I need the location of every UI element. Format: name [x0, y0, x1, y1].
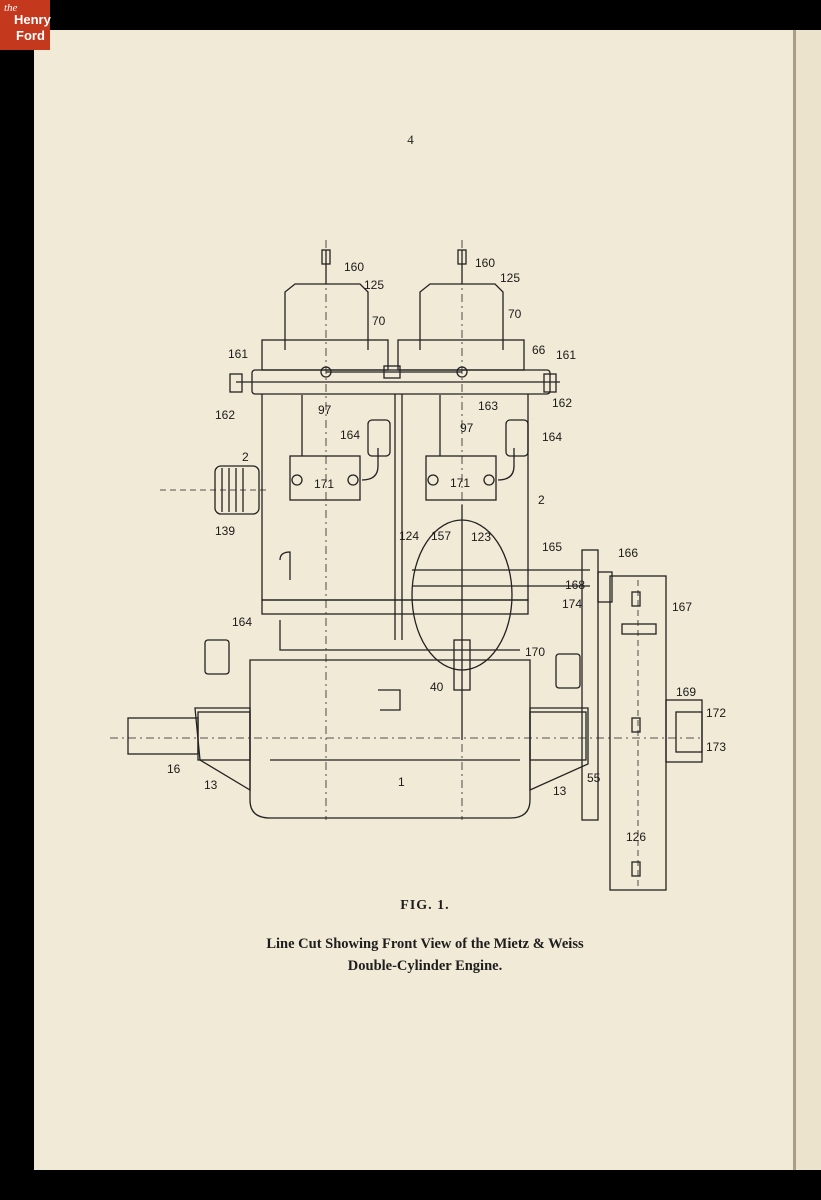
- logo-text-henry: Henry: [14, 12, 51, 27]
- callout-70-right: 70: [508, 307, 522, 321]
- callout-97-left: 97: [318, 403, 332, 417]
- callout-55: 55: [587, 771, 601, 785]
- henry-ford-logo: the Henry Ford: [0, 0, 51, 50]
- callout-40: 40: [430, 680, 444, 694]
- callout-166: 166: [618, 546, 638, 560]
- page-number: 4: [407, 132, 414, 147]
- page-gutter: [793, 30, 796, 1170]
- callout-162-left: 162: [215, 408, 235, 422]
- logo-text-ford: Ford: [16, 28, 45, 43]
- callout-157: 157: [431, 529, 451, 543]
- figure-caption-line-2: Double-Cylinder Engine.: [347, 958, 503, 974]
- callout-164-left: 164: [340, 428, 360, 442]
- callout-16: 16: [167, 762, 181, 776]
- callout-165: 165: [542, 540, 562, 554]
- figure-caption-line-1: Line Cut Showing Front View of the Mietz…: [266, 936, 584, 952]
- callout-172: 172: [706, 706, 726, 720]
- callout-164-right: 164: [542, 430, 562, 444]
- callout-2-right: 2: [538, 493, 545, 507]
- callout-161-right: 161: [556, 348, 576, 362]
- pulley-left: [214, 465, 260, 515]
- callout-160-left: 160: [344, 260, 364, 274]
- callout-13-right: 13: [553, 784, 567, 798]
- callout-123: 123: [471, 530, 491, 544]
- callout-171-left: 171: [314, 477, 334, 491]
- callout-167: 167: [672, 600, 692, 614]
- facing-page-edge: [796, 30, 821, 1170]
- callout-170: 170: [525, 645, 545, 659]
- callout-168: 168: [565, 578, 585, 592]
- cylinder-cover-left: [284, 283, 369, 350]
- callout-174: 174: [562, 597, 582, 611]
- callout-97-right: 97: [460, 421, 474, 435]
- valve-box-left: [289, 455, 361, 501]
- callout-13-left: 13: [204, 778, 218, 792]
- bearing-housing-right: [665, 699, 703, 763]
- callout-66: 66: [532, 343, 546, 357]
- crankcase: [249, 659, 531, 819]
- callout-126: 126: [626, 830, 646, 844]
- callout-163: 163: [478, 399, 498, 413]
- callout-70-left: 70: [372, 314, 386, 328]
- valve-box-right: [425, 455, 497, 501]
- callout-173: 173: [706, 740, 726, 754]
- callout-2-left: 2: [242, 450, 249, 464]
- shaft-end-left: [127, 717, 199, 755]
- callout-169: 169: [676, 685, 696, 699]
- callout-171-right: 171: [450, 476, 470, 490]
- callout-160-right: 160: [475, 256, 495, 270]
- logo-text-the: the: [4, 2, 18, 14]
- callout-164-lower: 164: [232, 615, 252, 629]
- callout-124: 124: [399, 529, 419, 543]
- figure-label: FIG. 1.: [400, 898, 450, 913]
- callout-162-right: 162: [552, 396, 572, 410]
- callout-125-left: 125: [364, 278, 384, 292]
- callout-139: 139: [215, 524, 235, 538]
- callout-125-right: 125: [500, 271, 520, 285]
- callout-161-left: 161: [228, 347, 248, 361]
- callout-1: 1: [398, 775, 405, 789]
